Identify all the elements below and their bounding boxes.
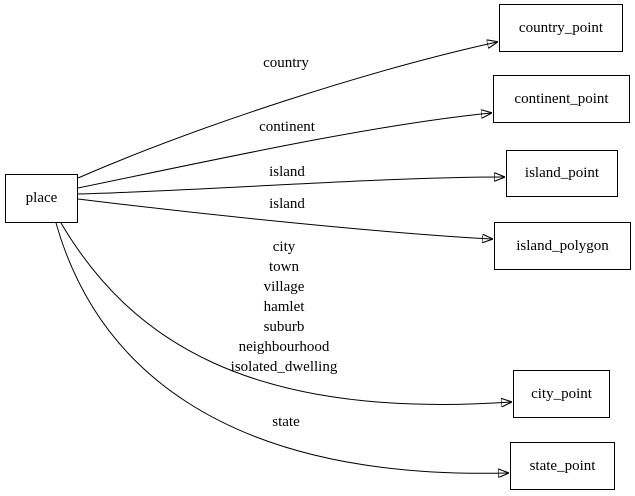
node-island_polygon-label: island_polygon — [516, 237, 609, 254]
edge-place-island_polygon — [77, 198, 492, 239]
node-place-label: place — [25, 190, 58, 206]
edge-place-continent_point — [77, 113, 491, 189]
node-city_point-label: city_point — [531, 385, 592, 402]
edge-label-suburb: suburb — [263, 319, 305, 335]
edge-label-city-group: city town village hamlet suburb neighbou… — [231, 237, 338, 377]
edge-label-hamlet: hamlet — [263, 299, 305, 315]
node-island_point: island_point — [506, 150, 618, 197]
edge-label-isolated_dwelling: isolated_dwelling — [230, 359, 338, 375]
edge-label-town: town — [269, 259, 299, 275]
node-place: place — [5, 174, 78, 223]
edge-label-state: state — [272, 414, 300, 430]
edge-place-country_point — [77, 42, 497, 179]
node-island_point-label: island_point — [524, 165, 600, 181]
edge-label-island-polygon: island — [269, 196, 305, 212]
node-state_point-label: state_point — [529, 457, 596, 474]
edge-place-island_point — [77, 177, 504, 195]
node-city_point: city_point — [513, 370, 610, 418]
edge-label-neighbourhood: neighbourhood — [238, 339, 330, 355]
edge-place-city_point — [60, 222, 511, 405]
edge-label-continent: continent — [259, 119, 315, 135]
edge-label-island-point: island — [269, 164, 305, 180]
node-continent_point-label: continent_point — [514, 90, 609, 107]
node-country_point-label: country_point — [518, 19, 604, 36]
edge-label-village: village — [263, 279, 305, 295]
edge-place-state_point — [55, 222, 508, 473]
node-island_polygon: island_polygon — [494, 222, 631, 270]
node-state_point: state_point — [510, 442, 615, 490]
node-continent_point: continent_point — [493, 75, 630, 123]
edge-label-country: country — [263, 55, 309, 71]
edge-label-city: city — [272, 239, 296, 255]
node-country_point: country_point — [499, 4, 623, 52]
